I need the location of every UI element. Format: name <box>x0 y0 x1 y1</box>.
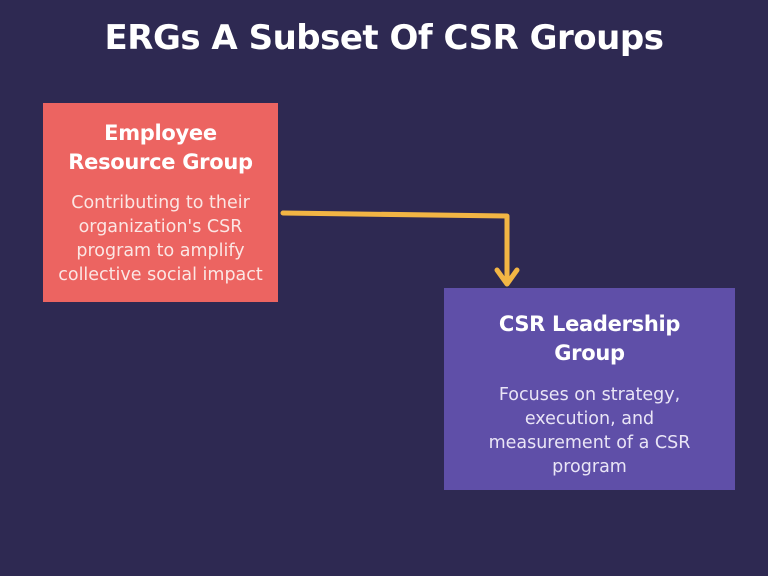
node-heading: CSR Leadership Group <box>498 312 681 365</box>
connector-line <box>280 210 510 285</box>
node-description: Contributing to their organization's CSR… <box>58 193 263 285</box>
node-description: Focuses on strategy, execution, and meas… <box>488 385 691 477</box>
employee-resource-group-node: Employee Resource Group Contributing to … <box>43 103 278 302</box>
arrowhead-icon <box>494 267 520 287</box>
diagram-title: ERGs A Subset Of CSR Groups <box>104 18 664 58</box>
csr-leadership-group-node: CSR Leadership Group Focuses on strategy… <box>444 288 735 490</box>
node-heading: Employee Resource Group <box>68 121 253 174</box>
